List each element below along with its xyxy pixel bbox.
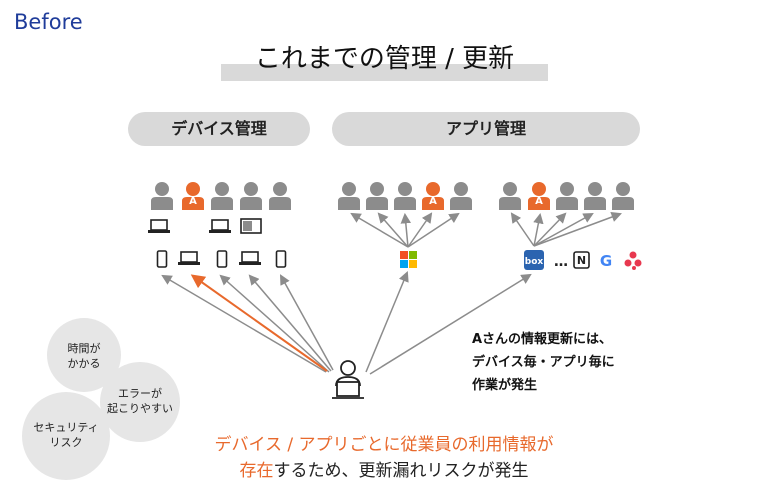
update-effort-note: Aさんの情報更新には、 デバイス毎・アプリ毎に 作業が発生 [472, 332, 615, 393]
bottom-message-rest: するため、更新漏れリスクが発生 [273, 461, 529, 481]
bottom-message-line1: デバイス / アプリごとに従業員の利用情報が [214, 435, 554, 455]
asana-logo-icon [624, 251, 642, 270]
phone-icon [216, 250, 228, 268]
box-logo-icon: box [524, 250, 544, 270]
bottom-message-line2: 存在するため、更新漏れリスクが発生 [120, 456, 648, 481]
user-icon [240, 182, 262, 210]
laptop-icon [208, 219, 232, 234]
page-title: これまでの管理 / 更新 [254, 44, 515, 74]
user-icon [584, 182, 606, 210]
app-management-pill: アプリ管理 [332, 112, 640, 146]
user-a-letter: A [535, 196, 543, 207]
laptop-icon [238, 251, 262, 266]
error-circle [100, 362, 180, 442]
box-users-group: A [499, 182, 634, 210]
svg-text:G: G [600, 252, 612, 270]
admin-user-icon [332, 360, 364, 399]
time-circle-label: 時間が かかる [67, 342, 101, 370]
user-icon [151, 182, 173, 210]
svg-text:N: N [577, 254, 586, 267]
title-underline-bar [221, 64, 548, 81]
user-icon [269, 182, 291, 210]
user-icon [612, 182, 634, 210]
more-apps-ellipsis: … [554, 254, 568, 270]
user-icon [556, 182, 578, 210]
user-icon [499, 182, 521, 210]
phone-icon [156, 250, 168, 268]
security-circle-label: セキュリティ リスク [33, 421, 99, 449]
laptop-icon [147, 219, 171, 234]
device-users-group: A [151, 182, 291, 210]
tablet-icon [240, 218, 262, 234]
before-label: Before [14, 10, 83, 34]
user-icon [366, 182, 388, 210]
device-row-bottom [156, 250, 287, 268]
microsoft-logo-icon [400, 251, 417, 268]
user-icon [338, 182, 360, 210]
user-a-letter: A [429, 196, 437, 207]
security-circle [22, 392, 110, 480]
google-logo-icon: G [600, 252, 612, 270]
time-circle [47, 318, 121, 392]
notion-logo-icon: N [573, 251, 590, 269]
svg-text:box: box [525, 257, 544, 267]
bottom-message-highlight: 存在 [239, 461, 274, 481]
phone-icon [275, 250, 287, 268]
error-circle-label: エラーが 起こりやすい [107, 387, 173, 415]
laptop-icon [177, 251, 201, 266]
microsoft-fan-arrows [350, 212, 460, 248]
box-fan-arrows [510, 212, 622, 247]
microsoft-users-group: A [338, 182, 472, 210]
device-row-top [147, 218, 262, 234]
user-a-letter: A [189, 196, 197, 207]
user-icon [394, 182, 416, 210]
admin-update-arrows [161, 271, 532, 375]
device-management-pill: デバイス管理 [128, 112, 310, 146]
user-icon [211, 182, 233, 210]
user-icon [450, 182, 472, 210]
admin-to-user-a-device-arrow [190, 274, 328, 372]
